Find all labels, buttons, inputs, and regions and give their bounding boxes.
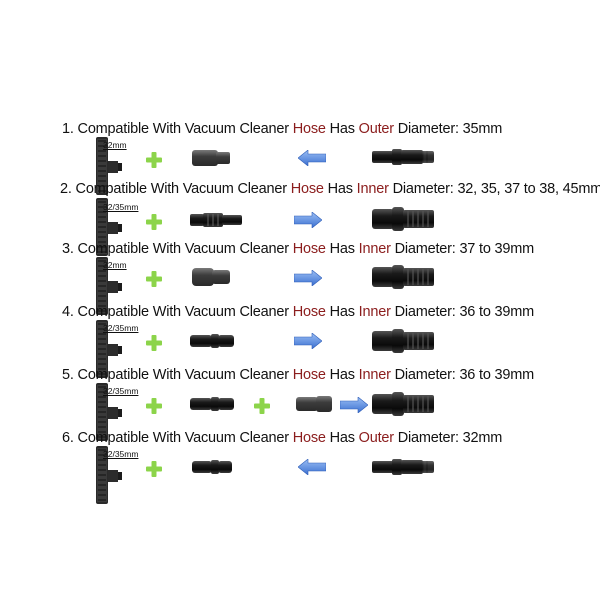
diameter-value: Diameter: 36 to 39mm [394, 304, 535, 320]
adapter-icon [190, 334, 234, 348]
plus-icon [146, 335, 162, 351]
adapter-icon [190, 397, 234, 411]
hose-end-icon [372, 328, 434, 354]
row-title: 3. Compatible With Vacuum Cleaner Hose H… [62, 241, 534, 257]
row-number: 6. [62, 430, 74, 446]
arrow-right-icon [294, 270, 322, 286]
hose-word: Hose [292, 304, 326, 320]
plus-icon [146, 214, 162, 230]
plus-icon [146, 398, 162, 414]
arrow-right-icon [294, 212, 322, 228]
title-text: Compatible With Vacuum Cleaner [77, 121, 290, 137]
brush-size-label: 32/35mm [103, 202, 139, 212]
diameter-kind: Inner [356, 181, 389, 197]
title-text: Compatible With Vacuum Cleaner [77, 241, 290, 257]
hose-word: Hose [290, 181, 324, 197]
plus-icon [146, 461, 162, 477]
arrow-right-icon [340, 397, 368, 413]
brush-size-label: 32/35mm [103, 323, 139, 333]
diameter-kind: Inner [358, 367, 391, 383]
brush-size-label: 32mm [103, 260, 127, 270]
row-title: 5. Compatible With Vacuum Cleaner Hose H… [62, 367, 534, 383]
hose-end-icon [372, 148, 434, 166]
adapter-icon [192, 460, 232, 474]
has-word: Has [329, 367, 355, 383]
brush-size-label: 32/35mm [103, 386, 139, 396]
hose-word: Hose [292, 121, 326, 137]
diameter-value: Diameter: 36 to 39mm [394, 367, 535, 383]
diameter-kind: Inner [358, 241, 391, 257]
title-text: Compatible With Vacuum Cleaner [75, 181, 288, 197]
has-word: Has [329, 430, 355, 446]
plus-icon [146, 271, 162, 287]
adapter-icon [190, 213, 242, 227]
diameter-value: Diameter: 32, 35, 37 to 38, 45mm [392, 181, 600, 197]
row-number: 1. [62, 121, 74, 137]
hose-end-icon [372, 458, 434, 476]
title-text: Compatible With Vacuum Cleaner [77, 304, 290, 320]
arrow-right-icon [294, 333, 322, 349]
diameter-kind: Outer [358, 430, 394, 446]
hose-word: Hose [292, 430, 326, 446]
hose-end-icon [372, 206, 434, 232]
diameter-kind: Outer [358, 121, 394, 137]
row-number: 5. [62, 367, 74, 383]
adapter-icon [192, 268, 230, 286]
title-text: Compatible With Vacuum Cleaner [77, 367, 290, 383]
row-title: 2. Compatible With Vacuum Cleaner Hose H… [60, 181, 600, 197]
title-text: Compatible With Vacuum Cleaner [77, 430, 290, 446]
row-title: 1. Compatible With Vacuum Cleaner Hose H… [62, 121, 502, 137]
adapter-icon [296, 396, 332, 412]
hose-word: Hose [292, 241, 326, 257]
row-number: 4. [62, 304, 74, 320]
hose-end-icon [372, 391, 434, 417]
row-number: 3. [62, 241, 74, 257]
adapter-icon [192, 150, 230, 166]
arrow-left-icon [298, 459, 326, 475]
diameter-value: Diameter: 32mm [397, 430, 503, 446]
has-word: Has [329, 121, 355, 137]
hose-word: Hose [292, 367, 326, 383]
has-word: Has [329, 304, 355, 320]
row-number: 2. [60, 181, 72, 197]
has-word: Has [327, 181, 353, 197]
has-word: Has [329, 241, 355, 257]
brush-size-label: 32mm [103, 140, 127, 150]
plus-icon [146, 152, 162, 168]
brush-size-label: 32/35mm [103, 449, 139, 459]
diameter-kind: Inner [358, 304, 391, 320]
row-title: 4. Compatible With Vacuum Cleaner Hose H… [62, 304, 534, 320]
row-title: 6. Compatible With Vacuum Cleaner Hose H… [62, 430, 502, 446]
plus-icon [254, 398, 270, 414]
diameter-value: Diameter: 35mm [397, 121, 503, 137]
diameter-value: Diameter: 37 to 39mm [394, 241, 535, 257]
hose-end-icon [372, 264, 434, 290]
arrow-left-icon [298, 150, 326, 166]
